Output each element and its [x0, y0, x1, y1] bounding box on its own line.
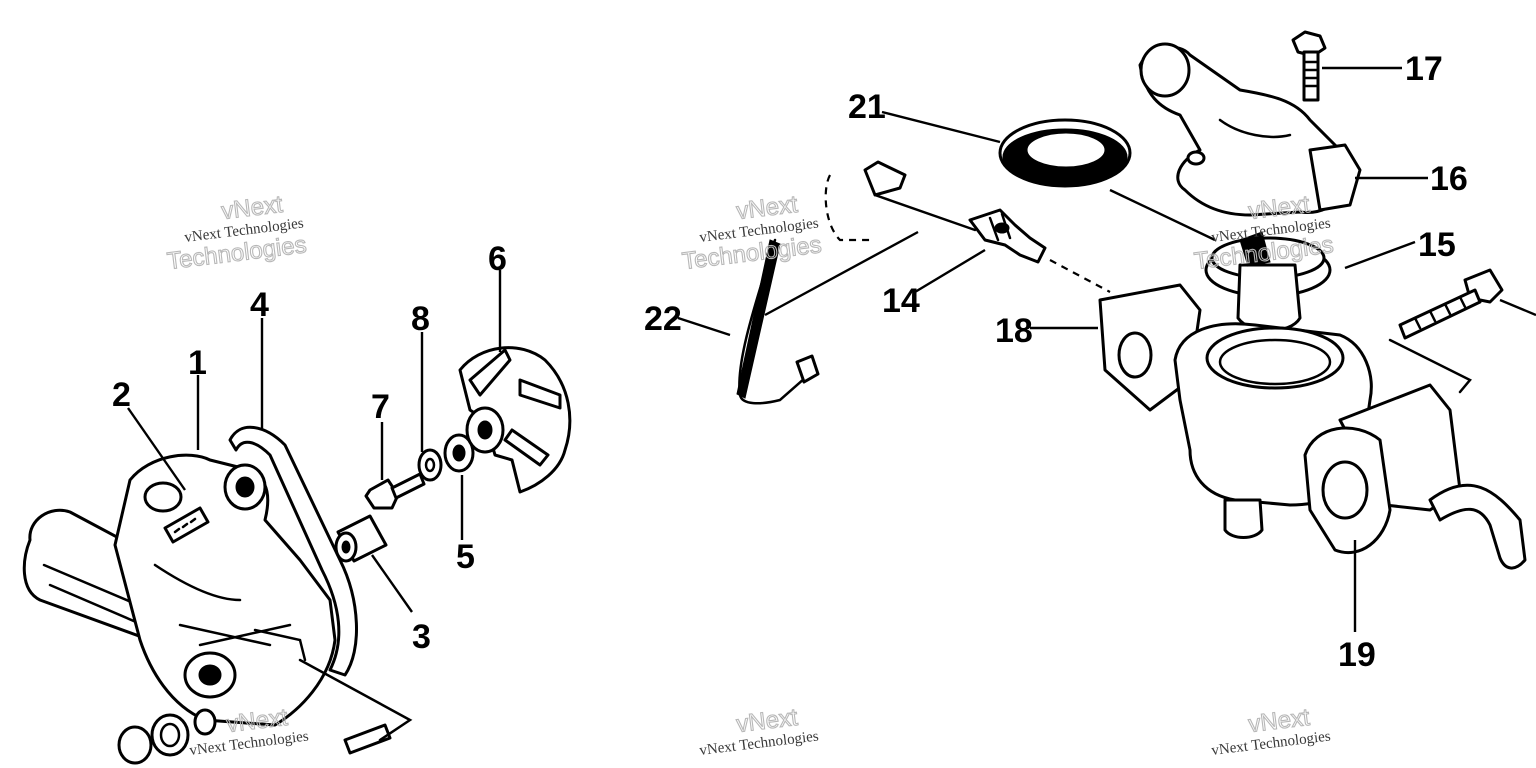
callout-1: 1: [188, 344, 207, 382]
callout-15: 15: [1418, 226, 1456, 264]
callout-18: 18: [995, 312, 1033, 350]
callout-5: 5: [456, 538, 475, 576]
watermark-5: vNext Technologies vNext: [699, 703, 820, 759]
callout-4: 4: [250, 286, 269, 324]
watermark-1: vNext Technologies vNext Technologies: [165, 190, 308, 275]
callout-21: 21: [848, 88, 886, 126]
impeller-6: [458, 346, 572, 494]
watermark-3: vNext Technologies vNext Technologies: [1192, 190, 1335, 275]
washer-8: [417, 448, 443, 482]
housing-bolt: [1398, 268, 1504, 340]
water-pump-assembly: [22, 453, 413, 765]
callout-14: 14: [882, 282, 920, 320]
alignment-line: [1049, 259, 1111, 293]
bolt-7: [364, 472, 426, 510]
outlet-elbow-16: [1138, 42, 1362, 217]
flange-19: [1303, 426, 1392, 555]
callout-7: 7: [371, 388, 390, 426]
gasket-4: [228, 425, 358, 677]
housing-18: [1098, 283, 1527, 570]
callout-17: 17: [1405, 50, 1443, 88]
callout-22: 22: [644, 300, 682, 338]
callout-16: 16: [1430, 160, 1468, 198]
spacer-3: [334, 514, 388, 563]
callout-6: 6: [488, 240, 507, 278]
watermark-2: vNext Technologies vNext Technologies: [680, 190, 823, 275]
leader-lines: [127, 66, 1536, 632]
callout-3: 3: [412, 618, 431, 656]
thermostat-15: [1204, 231, 1332, 333]
callouts: 1 2 3 4 5 6 7 8 14 15 16 17 18 19 21 22: [112, 50, 1468, 674]
alignment-line: [1109, 188, 1216, 242]
callout-2: 2: [112, 376, 131, 414]
bolt-17: [1291, 30, 1327, 102]
temp-sender-14: [968, 208, 1047, 264]
wire-22: [736, 160, 977, 405]
pump-body: [113, 453, 337, 727]
callout-19: 19: [1338, 636, 1376, 674]
watermark-6: vNext Technologies vNext: [1211, 703, 1332, 759]
seal-21: [998, 118, 1132, 188]
callout-8: 8: [411, 300, 430, 338]
washer-5: [443, 433, 475, 473]
thermostat-housing-assembly: [736, 30, 1527, 570]
